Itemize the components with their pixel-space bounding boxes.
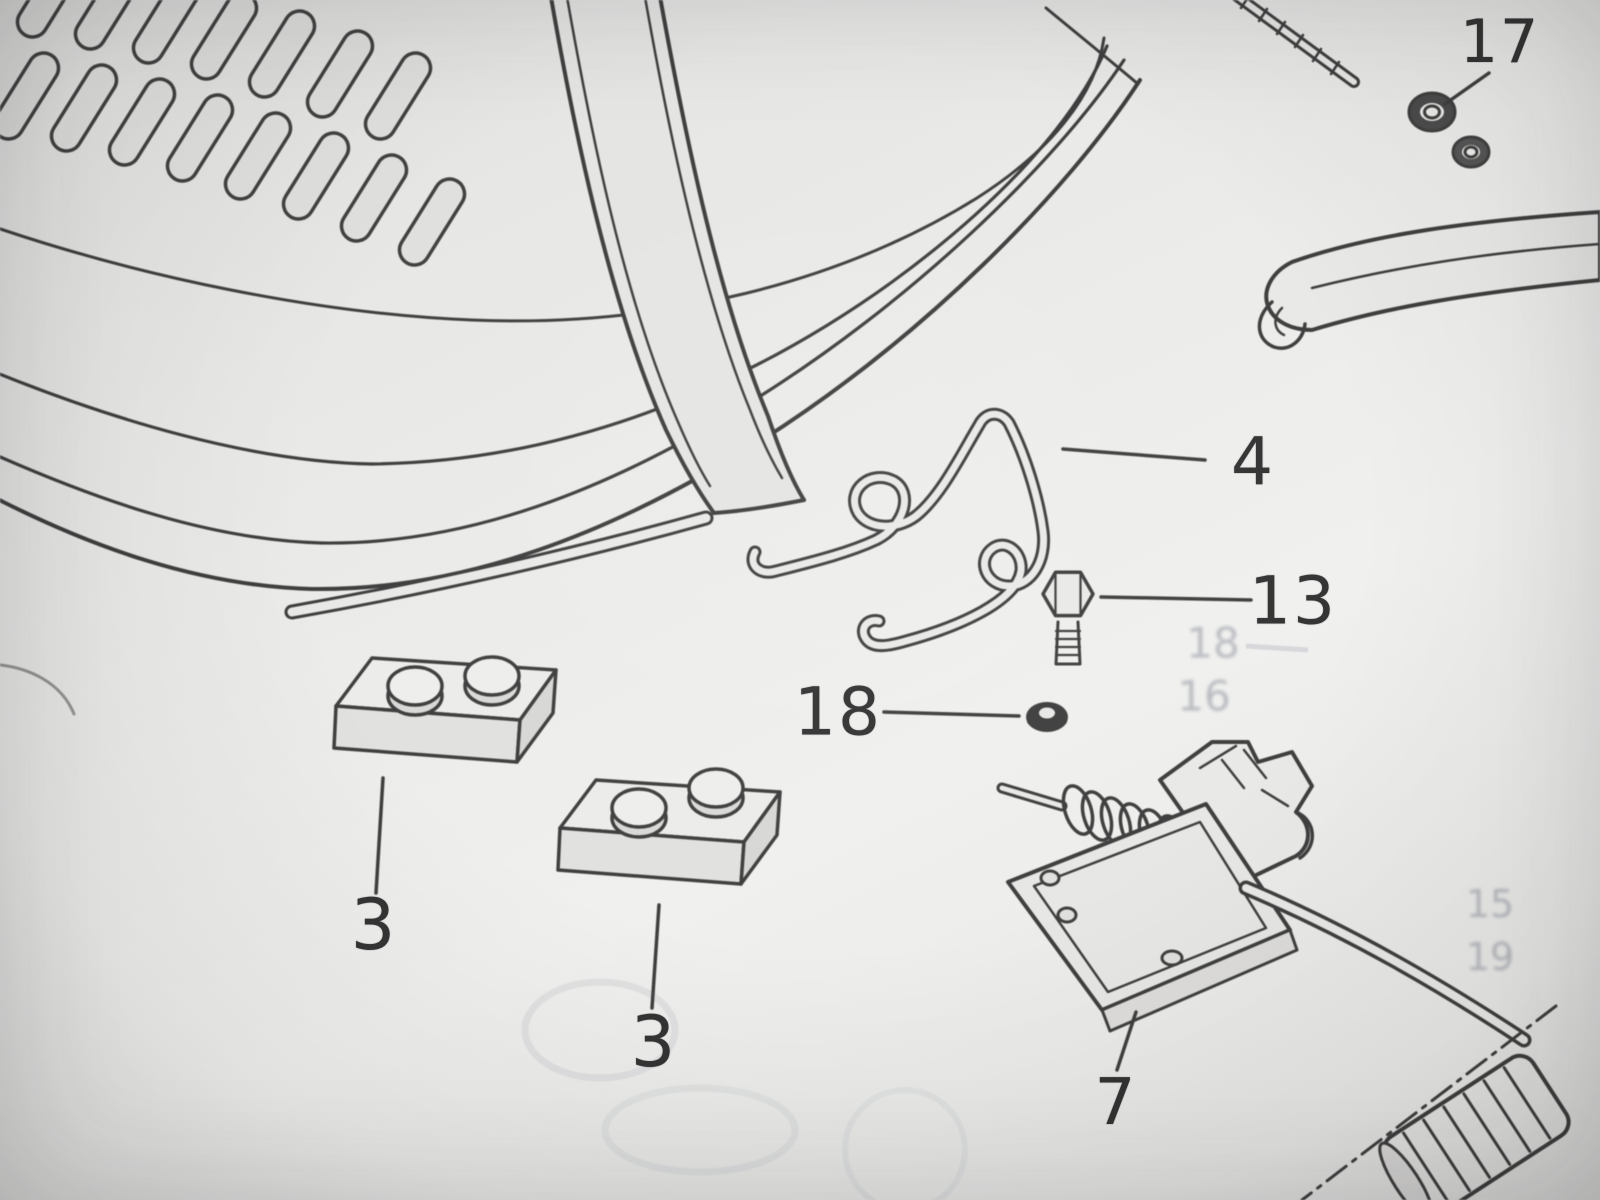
callout-part-18: 18 [794, 673, 882, 751]
seat-rib-vents [0, 0, 467, 267]
showthrough-text: 19 [1465, 935, 1515, 979]
grommet-part-18 [1026, 702, 1068, 732]
lever-arm [1257, 210, 1600, 350]
cushion-block-a [332, 655, 558, 764]
seat-outline [0, 6, 1142, 716]
latch-assembly-part-7 [996, 740, 1532, 1048]
showthrough-text: 16 [1177, 671, 1231, 721]
callout-part-17: 17 [1459, 7, 1541, 77]
threaded-rod [1232, 0, 1360, 88]
centerline [1300, 1004, 1558, 1200]
hex-bolt-part-13 [1041, 570, 1095, 666]
callout-part-3-a: 3 [350, 884, 398, 966]
cushion-block-b [556, 767, 782, 886]
callout-part-3-b: 3 [630, 1001, 678, 1083]
callout-part-13: 13 [1249, 562, 1337, 640]
washers-part-17 [1407, 91, 1491, 169]
showthrough-text: 18 [1186, 618, 1240, 668]
spring-clip-part-4 [746, 407, 1051, 653]
callout-part-4: 4 [1231, 423, 1275, 501]
seat-strap [549, 0, 806, 515]
showthrough-shapes [521, 643, 1309, 1200]
knurled-knob [1378, 1053, 1571, 1200]
seat-trim-strip [284, 510, 714, 620]
showthrough-text: 15 [1465, 882, 1515, 926]
leader-lines [374, 71, 1491, 1072]
callout-part-7: 7 [1094, 1066, 1138, 1140]
